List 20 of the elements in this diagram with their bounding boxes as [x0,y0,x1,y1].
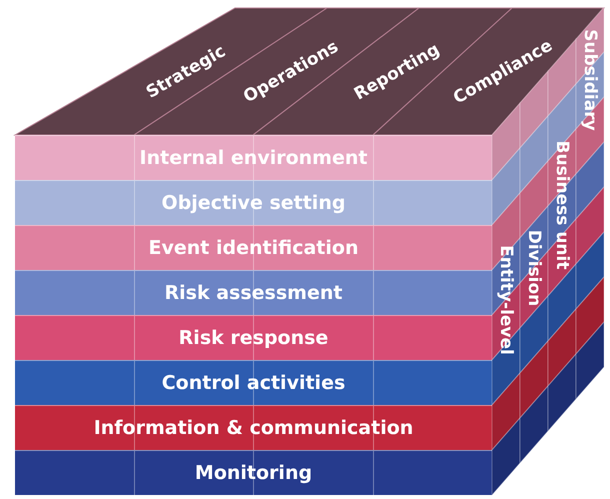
layer-label: Control activities [162,372,346,394]
layer-label: Internal environment [140,147,368,169]
slice-label: Business unit [552,140,572,270]
layer-label: Information & communication [94,417,414,439]
layer-band [15,360,492,405]
layer-band [15,405,492,450]
layer-label: Risk assessment [164,282,342,304]
layer-band [15,225,492,270]
layer-label: Objective setting [162,192,346,214]
layer-band [15,180,492,225]
layer-band [15,270,492,315]
layer-label: Risk response [178,327,328,349]
layer-band [15,135,492,180]
slice-label: Subsidiary [580,29,600,131]
layer-label: Monitoring [194,462,312,484]
layer-label: Event identification [148,237,358,259]
slice-label: Division [524,230,544,306]
slice-label: Entity-level [496,245,516,355]
layer-band [15,315,492,360]
layer-band [15,450,492,495]
